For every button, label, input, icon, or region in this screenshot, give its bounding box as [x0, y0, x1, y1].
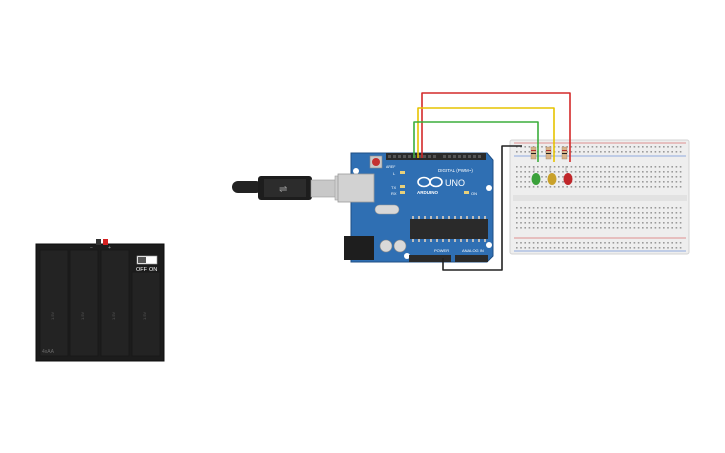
board-usb-port[interactable]	[337, 173, 375, 203]
svg-text:TX: TX	[391, 185, 396, 190]
arduino-model-label: UNO	[445, 178, 465, 188]
leds[interactable]	[531, 166, 573, 185]
battery-cell-label: 1.5V	[80, 311, 85, 320]
status-leds: L TX RX	[391, 171, 405, 196]
svg-text:L: L	[393, 171, 396, 176]
arduino-uno-board[interactable]: DIGITAL (PWM~) AREF L TX RX ARDUINO UNO …	[337, 152, 494, 263]
power-led	[464, 191, 469, 194]
led-green[interactable]	[531, 166, 541, 185]
battery-cell-label: 1.5V	[50, 311, 55, 320]
wires[interactable]	[413, 92, 571, 271]
plus-sign: +	[108, 245, 111, 251]
reset-button-cap[interactable]	[372, 158, 380, 166]
on-label: ON	[471, 191, 477, 196]
battery-cell-label: 1.5V	[111, 311, 116, 320]
mounting-hole	[486, 242, 492, 248]
switch-off-label: OFF	[136, 267, 148, 273]
wire-black[interactable]	[442, 145, 522, 271]
arduino-logo: ARDUINO UNO	[417, 176, 465, 195]
power-header-label: POWER	[434, 248, 449, 253]
minus-sign: −	[90, 245, 93, 251]
battery-type-label: 4xAA	[42, 349, 55, 355]
analog-header[interactable]	[455, 255, 488, 262]
mounting-hole	[353, 168, 359, 174]
wire-yellow[interactable]	[417, 107, 555, 162]
battery-pack[interactable]: 1.5V 1.5V 1.5V 1.5V 4xAA − + OFF ON	[35, 239, 165, 362]
analog-header-label: ANALOG IN	[462, 248, 484, 253]
power-header[interactable]	[409, 255, 451, 262]
breadboard-holes[interactable]	[516, 146, 682, 249]
mounting-hole	[486, 185, 492, 191]
power-switch[interactable]	[136, 255, 158, 265]
atmega-chip	[410, 216, 488, 242]
battery-cell-label: 1.5V	[142, 311, 147, 320]
breadboard[interactable]	[509, 139, 690, 255]
capacitor	[393, 239, 407, 253]
power-switch-knob[interactable]	[138, 257, 146, 263]
wire-green[interactable]	[413, 121, 539, 162]
usb-icon: ⇌	[279, 184, 287, 195]
mounting-hole	[404, 253, 410, 259]
arduino-logo-text: ARDUINO	[417, 190, 438, 195]
wire-red[interactable]	[421, 92, 571, 162]
dc-power-jack[interactable]	[344, 236, 374, 260]
aref-label: AREF	[386, 165, 395, 169]
led-yellow[interactable]	[547, 166, 557, 185]
crystal	[374, 204, 400, 215]
resistors	[530, 146, 568, 160]
switch-on-label: ON	[149, 267, 157, 273]
battery-negative-terminal[interactable]	[96, 239, 101, 245]
led-red[interactable]	[563, 166, 573, 185]
capacitor	[379, 239, 393, 253]
digital-header-label: DIGITAL (PWM~)	[438, 168, 473, 173]
battery-positive-terminal[interactable]	[103, 239, 108, 245]
svg-text:RX: RX	[391, 191, 397, 196]
